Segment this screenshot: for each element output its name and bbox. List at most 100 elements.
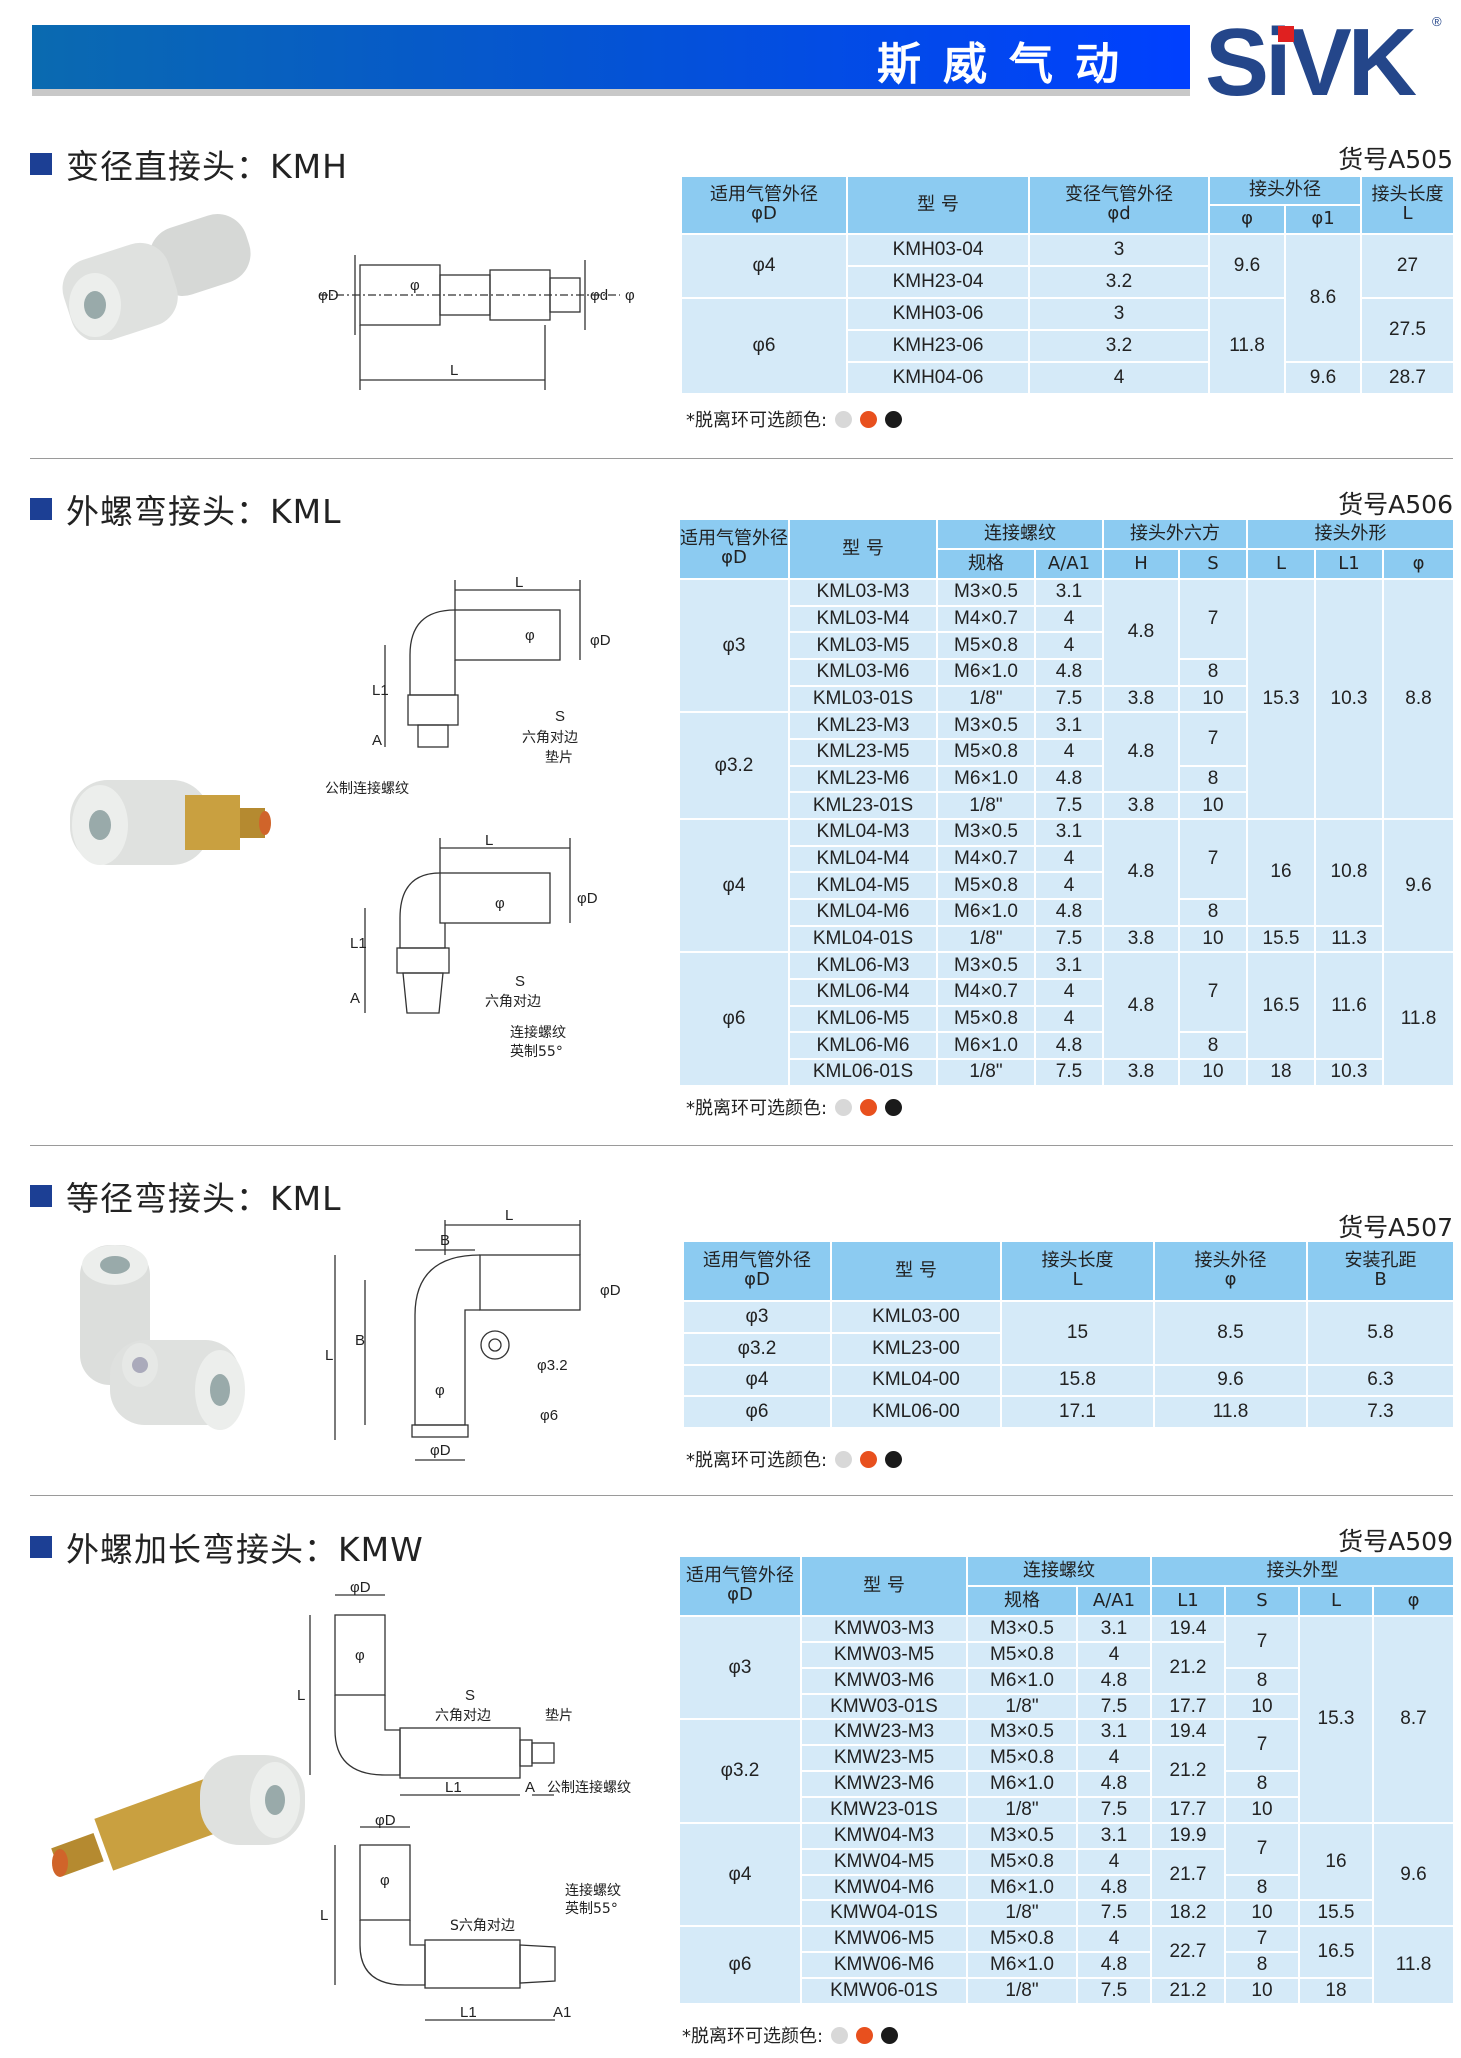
table-cell: M5×0.8 bbox=[966, 1847, 1078, 1876]
table-cell: KML23-M5 bbox=[788, 738, 938, 767]
table-cell: 4.8 bbox=[1034, 898, 1104, 927]
table-cell: 10 bbox=[1178, 684, 1248, 714]
table-cell: 7 bbox=[1178, 951, 1248, 1034]
dimension-drawing-kmw-imperial: φD φ L S六角对边 连接螺纹 英制55° L1 A1 bbox=[320, 1815, 621, 2021]
table-cell: 4.8 bbox=[1076, 1770, 1152, 1799]
table-cell: 7 bbox=[1178, 818, 1248, 901]
table-cell: M3×0.5 bbox=[966, 1821, 1078, 1850]
table-cell: 4 bbox=[1034, 604, 1104, 634]
table-cell: KMW23-M3 bbox=[800, 1718, 968, 1747]
table-cell: 15.5 bbox=[1298, 1899, 1374, 1928]
label-imperial: 英制55° bbox=[565, 1900, 618, 1917]
column-header: 接头长度 L bbox=[1360, 175, 1455, 235]
column-header: φ1 bbox=[1284, 204, 1362, 235]
column-header: 接头外型 bbox=[1150, 1555, 1455, 1587]
table-cell: φ4 bbox=[682, 1363, 832, 1398]
product-photo-kmh bbox=[55, 210, 265, 345]
table-cell: M5×0.8 bbox=[936, 738, 1036, 767]
table-cell: 4 bbox=[1034, 978, 1104, 1007]
color-dot-gray bbox=[831, 2026, 849, 2044]
column-header: L1 bbox=[1150, 1585, 1226, 1617]
label-phi: φ bbox=[435, 1382, 445, 1399]
section-title-kmw: 外螺加长弯接头：KMW bbox=[30, 1523, 424, 1571]
table-cell: M3×0.5 bbox=[936, 578, 1036, 607]
table-cell: 8.5 bbox=[1153, 1300, 1308, 1366]
table-cell: 15.3 bbox=[1246, 577, 1316, 821]
table-cell: 27 bbox=[1360, 233, 1455, 299]
label-B: B bbox=[440, 1232, 450, 1249]
brand-name-cn: 斯威气动 bbox=[877, 39, 1141, 90]
table-cell: 3 bbox=[1028, 297, 1210, 331]
label-hex-flats: 六角对边 bbox=[435, 1708, 491, 1724]
table-cell: M5×0.8 bbox=[966, 1744, 1078, 1773]
table-cell: KMW23-M5 bbox=[800, 1744, 968, 1773]
table-cell: 4 bbox=[1028, 361, 1210, 395]
table-cell: 10 bbox=[1224, 1692, 1300, 1721]
table-cell: KMH03-06 bbox=[846, 297, 1030, 331]
table-cell: 1/8" bbox=[936, 924, 1036, 954]
column-header: 适用气管外径 φD bbox=[682, 1240, 832, 1302]
column-header: 接头外形 bbox=[1245, 518, 1456, 550]
table-cell: 4 bbox=[1076, 1847, 1152, 1876]
table-cell: 27.5 bbox=[1360, 297, 1455, 363]
column-header: 规格 bbox=[936, 548, 1036, 580]
table-cell: 3.8 bbox=[1102, 684, 1180, 714]
color-dot-black bbox=[885, 1450, 903, 1468]
table-cell: 3.8 bbox=[1102, 791, 1180, 821]
table-cell: 21.2 bbox=[1150, 1640, 1226, 1695]
label-hex-flats: 六角对边 bbox=[485, 994, 541, 1010]
color-dot-gray bbox=[835, 410, 853, 428]
section-title-kmh: 变径直接头：KMH bbox=[30, 140, 348, 188]
column-header: 连接螺纹 bbox=[966, 1555, 1152, 1587]
table-cell: KML04-M3 bbox=[788, 818, 938, 847]
table-cell: 8.8 bbox=[1381, 577, 1456, 821]
color-dot-orange bbox=[860, 1098, 878, 1116]
table-cell: 15.8 bbox=[1000, 1363, 1155, 1398]
note-text: *脱离环可选颜色: bbox=[682, 2026, 824, 2047]
table-cell: 4 bbox=[1034, 1004, 1104, 1034]
table-cell: 19.4 bbox=[1150, 1615, 1226, 1643]
table-cell: 11.8 bbox=[1381, 951, 1456, 1087]
table-cell: 3.2 bbox=[1028, 265, 1210, 299]
table-cell: M6×1.0 bbox=[966, 1873, 1078, 1902]
note-text: *脱离环可选颜色: bbox=[686, 1450, 828, 1471]
table-cell: KML23-01S bbox=[788, 791, 938, 821]
table-cell: 7.5 bbox=[1076, 1977, 1152, 2005]
table-cell: 1/8" bbox=[936, 1058, 1036, 1087]
table-cell: KML03-M4 bbox=[788, 604, 938, 634]
table-cell: 10 bbox=[1224, 1796, 1300, 1824]
label-washer: 垫片 bbox=[545, 1708, 573, 1724]
table-cell: 9.6 bbox=[1153, 1363, 1308, 1398]
table-cell: KMW06-M5 bbox=[800, 1925, 968, 1954]
column-header: 安装孔距 B bbox=[1306, 1240, 1455, 1302]
dimension-drawing-kml-imperial: L φ φD L1 A S 六角对边 连接螺纹 英制55° bbox=[350, 832, 598, 1060]
table-cell: 10 bbox=[1224, 1977, 1300, 2005]
column-header: 规格 bbox=[966, 1585, 1078, 1617]
table-cell: 3.1 bbox=[1076, 1615, 1152, 1643]
color-dot-orange bbox=[860, 410, 878, 428]
table-cell: M5×0.8 bbox=[966, 1925, 1078, 1954]
table-cell: 4 bbox=[1076, 1640, 1152, 1669]
column-header: 适用气管外径 φD bbox=[678, 1555, 802, 1617]
label-metric-thread: 公制连接螺纹 bbox=[325, 780, 409, 797]
table-cell: 4.8 bbox=[1076, 1951, 1152, 1980]
table-cell: M6×1.0 bbox=[966, 1666, 1078, 1695]
table-cell: 1/8" bbox=[966, 1977, 1078, 2005]
